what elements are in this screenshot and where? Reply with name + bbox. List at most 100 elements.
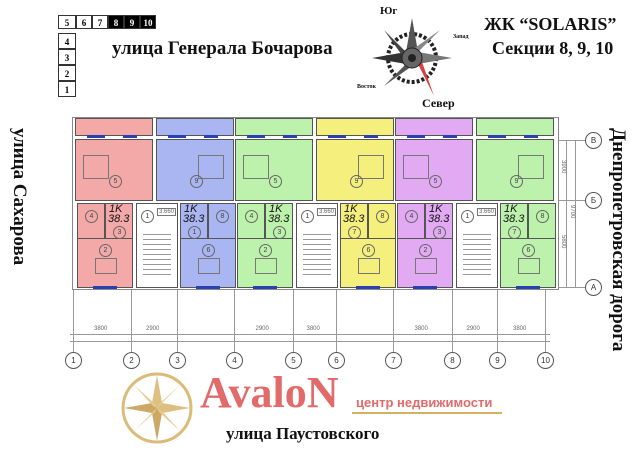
window: [283, 135, 297, 138]
dimension-label: 2900: [146, 326, 160, 332]
axis-marker-В: В: [585, 132, 602, 149]
building-outline: [72, 117, 559, 290]
stair-step: [303, 269, 331, 270]
stair-step: [303, 254, 331, 255]
window: [407, 135, 425, 138]
room-number: 4: [245, 210, 258, 223]
grid-line: [559, 287, 585, 288]
room-number: 2: [259, 244, 272, 257]
stair-step: [143, 249, 171, 250]
apartment-area: 38.3: [343, 213, 365, 225]
window: [253, 286, 277, 289]
stair-step: [303, 234, 331, 235]
room-number: 1: [188, 226, 201, 239]
axis-marker-3: 3: [169, 352, 186, 369]
dining-table-icon: [358, 258, 380, 274]
grid-line: [497, 290, 498, 352]
dimension-line: [575, 140, 576, 287]
section-cell-3: 3: [58, 49, 76, 65]
room-number: 1: [141, 210, 154, 223]
apartment-type: 1K: [344, 203, 358, 215]
stair-step: [143, 239, 171, 240]
grid-line: [336, 290, 337, 352]
section-cell-2: 2: [58, 65, 76, 81]
window: [524, 135, 538, 138]
room-number: 3: [433, 226, 446, 239]
bed-icon: [518, 155, 544, 179]
dining-table-icon: [518, 258, 540, 274]
room-number: 5: [269, 175, 282, 188]
stair-step: [143, 259, 171, 260]
grid-line: [73, 290, 74, 352]
stair-step: [463, 274, 491, 275]
apartment-type: 1K: [269, 203, 283, 215]
window: [413, 286, 437, 289]
bed-icon: [358, 155, 384, 179]
section-cell-7: 7: [92, 15, 108, 29]
grid-line: [293, 290, 294, 352]
dimension-label: 3800: [94, 326, 108, 332]
dining-table-icon: [95, 258, 117, 274]
grid-line: [131, 290, 132, 352]
room-number: 8: [376, 210, 389, 223]
bed-icon: [243, 155, 269, 179]
stair-step: [303, 274, 331, 275]
apartment-type: 1K: [504, 203, 518, 215]
apartment-area: 38.3: [428, 213, 450, 225]
dimension-label: 3900: [560, 160, 566, 174]
dimension-label: 3800: [306, 326, 320, 332]
room-number: 9: [350, 175, 363, 188]
stair-step: [143, 264, 171, 265]
section-cell-4: 4: [58, 33, 76, 49]
bed-icon: [403, 155, 429, 179]
dining-table-icon: [198, 258, 220, 274]
balcony: [75, 118, 153, 136]
apartment-type: 1K: [184, 203, 198, 215]
axis-marker-2: 2: [123, 352, 140, 369]
axis-marker-8: 8: [444, 352, 461, 369]
room-number: 7: [348, 226, 361, 239]
room-number: 8: [216, 210, 229, 223]
axis-marker-10: 10: [537, 352, 554, 369]
room-number: 9: [510, 175, 523, 188]
street-left: улица Сахарова: [9, 128, 30, 266]
room-number: 6: [202, 244, 215, 257]
bed-icon: [83, 155, 109, 179]
street-top: улица Генерала Бочарова: [112, 38, 333, 59]
level-mark: 3.660: [317, 208, 337, 216]
bedroom: [156, 139, 234, 201]
watermark-underline: [352, 412, 502, 414]
window: [123, 135, 137, 138]
level-mark: 3.660: [477, 208, 497, 216]
balcony: [395, 118, 473, 136]
grid-line: [545, 290, 546, 352]
axis-marker-5: 5: [285, 352, 302, 369]
window: [196, 286, 220, 289]
dining-table-icon: [415, 258, 437, 274]
grid-line: [559, 200, 585, 201]
sections-title: Секции 8, 9, 10: [492, 38, 614, 58]
balcony: [156, 118, 234, 136]
balcony: [316, 118, 394, 136]
watermark-brand: AvaloN: [200, 368, 339, 417]
window: [488, 135, 506, 138]
bedroom: [395, 139, 473, 201]
dimension-label: 9700: [569, 205, 575, 219]
balcony: [476, 118, 554, 136]
stair-step: [463, 234, 491, 235]
section-cell-10: 10: [140, 15, 156, 29]
compass-rose-icon: [372, 18, 452, 98]
grid-line: [452, 290, 453, 352]
dimension-line: [70, 334, 550, 335]
stair-step: [303, 259, 331, 260]
room-number: 1: [301, 210, 314, 223]
room-number: 1: [461, 210, 474, 223]
axis-marker-1: 1: [65, 352, 82, 369]
room-number: 4: [405, 210, 418, 223]
grid-line: [177, 290, 178, 352]
window: [516, 286, 540, 289]
axis-marker-4: 4: [226, 352, 243, 369]
